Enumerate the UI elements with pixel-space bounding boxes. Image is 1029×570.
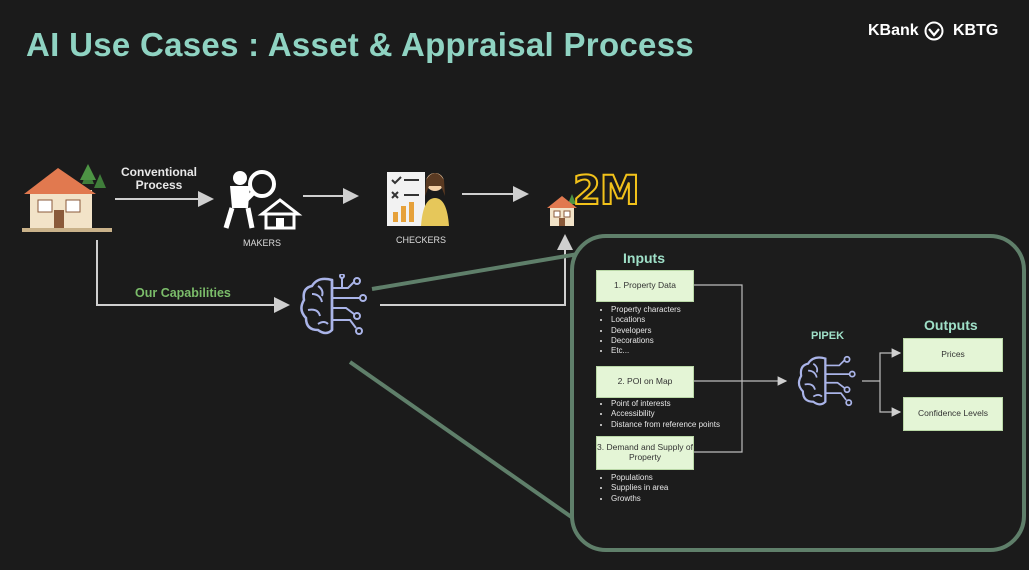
- list-item: Point of interests: [611, 399, 720, 409]
- brand-kbank: KBank: [868, 22, 919, 39]
- small-house-icon: [546, 190, 580, 228]
- ai-brain-icon: [796, 352, 860, 410]
- output-confidence-levels: Confidence Levels: [903, 397, 1003, 431]
- input-poi-bullets: Point of interests Accessibility Distanc…: [601, 399, 720, 430]
- inputs-title: Inputs: [623, 250, 665, 266]
- outputs-title: Outputs: [924, 317, 978, 333]
- output-prices: Prices: [903, 338, 1003, 372]
- checkers-label: CHECKERS: [396, 235, 447, 245]
- our-capabilities-label: Our Capabilities: [135, 286, 231, 300]
- brand-kbtg: KBTG: [953, 22, 999, 39]
- list-item: Locations: [611, 315, 681, 325]
- list-item: Developers: [611, 326, 681, 336]
- page-title: AI Use Cases : Asset & Appraisal Process: [26, 26, 695, 63]
- conventional-process-label: Conventional Process: [121, 165, 198, 192]
- list-item: Populations: [611, 473, 668, 483]
- list-item: Distance from reference points: [611, 420, 720, 430]
- ai-brain-icon: [298, 273, 372, 338]
- list-item: Etc...: [611, 346, 681, 356]
- input-poi-on-map: 2. POI on Map: [596, 366, 694, 398]
- checker-icon: [385, 166, 451, 230]
- input-property-data: 1. Property Data: [596, 270, 694, 302]
- input-property-data-bullets: Property characters Locations Developers…: [601, 305, 681, 356]
- inspector-icon: [218, 168, 306, 230]
- input-demand-supply: 3. Demand and Supply of Property: [596, 436, 694, 470]
- bank-logo-icon: [924, 21, 944, 41]
- house-icon: [22, 160, 112, 232]
- model-label: PIPEK: [811, 330, 845, 342]
- list-item: Accessibility: [611, 409, 720, 419]
- list-item: Growths: [611, 494, 668, 504]
- list-item: Supplies in area: [611, 483, 668, 493]
- makers-label: MAKERS: [243, 238, 282, 248]
- list-item: Decorations: [611, 336, 681, 346]
- result-value: 2M: [572, 167, 641, 215]
- input-demand-supply-bullets: Populations Supplies in area Growths: [601, 473, 668, 504]
- list-item: Property characters: [611, 305, 681, 315]
